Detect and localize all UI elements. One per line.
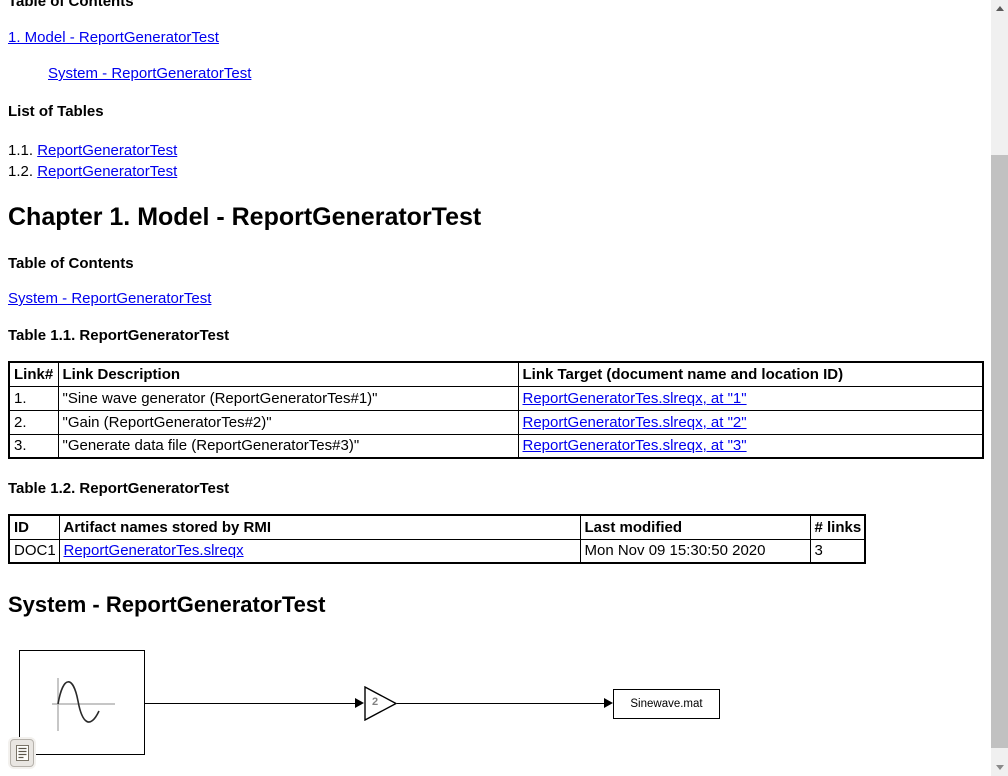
links-table: Link# Link Description Link Target (docu… [8,361,984,459]
chapter-toc-heading: Table of Contents [8,255,134,272]
down-triangle-icon [995,765,1004,770]
arrowhead-icon [355,698,364,708]
gain-triangle-icon [364,685,398,722]
link-description: "Generate data file (ReportGeneratorTes#… [57,433,519,459]
lot-link-table1[interactable]: ReportGeneratorTest [37,142,178,159]
list-of-tables: 1.1. ReportGeneratorTest 1.2. ReportGene… [8,140,983,182]
up-triangle-icon [995,6,1004,11]
col-header-numlinks: # links [809,514,866,540]
link-target-3[interactable]: ReportGeneratorTes.slreqx, at "3" [522,437,747,455]
col-header-target: Link Target (document name and location … [517,361,984,387]
list-item: 1.2. ReportGeneratorTest [8,161,983,182]
link-target-1[interactable]: ReportGeneratorTes.slreqx, at "1" [522,389,747,407]
arrowhead-icon [604,698,613,708]
sine-wave-block[interactable] [19,650,145,755]
num-links: 3 [809,538,866,564]
table-number: 1.2. [8,163,38,180]
table-row: 1. "Sine wave generator (ReportGenerator… [8,385,984,411]
col-header-modified: Last modified [579,514,811,540]
table-header-row: Link# Link Description Link Target (docu… [8,361,984,387]
link-target-cell: ReportGeneratorTes.slreqx, at "3" [517,433,984,459]
gain-value: 2 [371,696,379,708]
link-target-cell: ReportGeneratorTes.slreqx, at "1" [517,385,984,411]
signal-wire [145,703,356,704]
chapter-toc-entry: System - ReportGeneratorTest [8,290,983,308]
toc-link-system[interactable]: System - ReportGeneratorTest [48,65,252,82]
scrollbar-down-button[interactable] [991,759,1008,776]
table-number: 1.1. [8,142,38,159]
link-number: 3. [8,433,59,459]
artifact-id: DOC1 [8,538,60,564]
link-description: "Gain (ReportGeneratorTes#2)" [57,409,519,435]
col-header-description: Link Description [57,361,519,387]
toc-entry: System - ReportGeneratorTest [8,65,983,83]
toc-entry: 1. Model - ReportGeneratorTest [8,29,983,47]
col-header-linknum: Link# [8,361,59,387]
table-row: 3. "Generate data file (ReportGeneratorT… [8,433,984,459]
link-target-cell: ReportGeneratorTes.slreqx, at "2" [517,409,984,435]
scrollbar-up-button[interactable] [991,0,1008,17]
signal-wire [397,703,605,704]
system-title: System - ReportGeneratorTest [8,592,326,617]
last-modified: Mon Nov 09 15:30:50 2020 [579,538,811,564]
col-header-id: ID [8,514,60,540]
toc-heading: Table of Contents [8,0,134,10]
list-item: 1.1. ReportGeneratorTest [8,140,983,161]
table-row: 2. "Gain (ReportGeneratorTes#2)" ReportG… [8,409,984,435]
artifact-link[interactable]: ReportGeneratorTes.slreqx [63,542,244,560]
toc-link-model[interactable]: 1. Model - ReportGeneratorTest [8,29,219,46]
artifacts-table: ID Artifact names stored by RMI Last mod… [8,514,866,564]
gain-block[interactable]: 2 [364,685,398,722]
sine-wave-icon [52,678,115,731]
report-page: Table of Contents 1. Model - ReportGener… [8,0,984,772]
chapter-title: Chapter 1. Model - ReportGeneratorTest [8,203,482,231]
link-number: 2. [8,409,59,435]
link-description: "Sine wave generator (ReportGeneratorTes… [57,385,519,411]
link-target-2[interactable]: ReportGeneratorTes.slreqx, at "2" [522,413,747,431]
document-icon [15,745,29,761]
link-number: 1. [8,385,59,411]
lot-link-table2[interactable]: ReportGeneratorTest [37,163,178,180]
system-diagram: 2 Sinewave.mat [8,650,983,772]
scrollbar-thumb[interactable] [991,155,1008,748]
table-header-row: ID Artifact names stored by RMI Last mod… [8,514,866,540]
table2-caption: Table 1.2. ReportGeneratorTest [8,480,230,497]
to-file-block[interactable]: Sinewave.mat [613,689,720,719]
chapter-toc-link-system[interactable]: System - ReportGeneratorTest [8,290,212,307]
col-header-artifact: Artifact names stored by RMI [58,514,581,540]
list-of-tables-heading: List of Tables [8,103,104,120]
artifact-name-cell: ReportGeneratorTes.slreqx [58,538,581,564]
vertical-scrollbar[interactable] [991,0,1008,776]
sink-label: Sinewave.mat [630,698,703,710]
table-row: DOC1 ReportGeneratorTes.slreqx Mon Nov 0… [8,538,866,564]
table1-caption: Table 1.1. ReportGeneratorTest [8,327,230,344]
annotation-document-icon[interactable] [10,739,34,767]
